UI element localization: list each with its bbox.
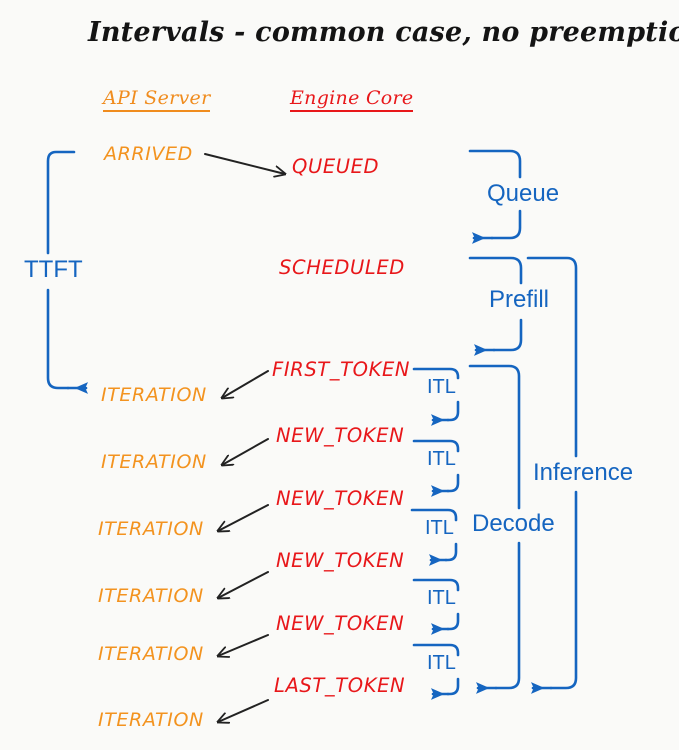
interval-label-queue: Queue bbox=[487, 180, 560, 207]
interval-label-itl-1: ITL bbox=[427, 376, 456, 398]
state-queued: QUEUED bbox=[292, 155, 380, 178]
state-iteration-1: ITERATION bbox=[101, 384, 207, 406]
state-iteration-2: ITERATION bbox=[101, 451, 207, 473]
interval-label-itl-4: ITL bbox=[427, 587, 456, 609]
state-last-token: LAST_TOKEN bbox=[274, 674, 406, 697]
state-iteration-6: ITERATION bbox=[98, 709, 204, 731]
state-new-token-4: NEW_TOKEN bbox=[276, 612, 405, 635]
state-scheduled: SCHEDULED bbox=[279, 256, 405, 279]
state-iteration-4: ITERATION bbox=[98, 585, 204, 607]
column-header-api-server: API Server bbox=[103, 89, 211, 112]
state-new-token-1: NEW_TOKEN bbox=[276, 424, 405, 447]
interval-label-ttft: TTFT bbox=[24, 256, 83, 283]
state-new-token-2: NEW_TOKEN bbox=[276, 487, 405, 510]
state-iteration-3: ITERATION bbox=[98, 518, 204, 540]
interval-label-prefill: Prefill bbox=[489, 286, 550, 313]
arrows-token-to-iteration bbox=[218, 370, 269, 722]
interval-label-itl-5: ITL bbox=[427, 652, 456, 674]
column-header-engine-core: Engine Core bbox=[290, 89, 414, 112]
state-new-token-3: NEW_TOKEN bbox=[276, 549, 405, 572]
state-arrived: ARRIVED bbox=[104, 143, 193, 165]
interval-label-decode: Decode bbox=[472, 510, 555, 537]
arrow-arrived-to-queued bbox=[204, 153, 285, 174]
interval-label-itl-3: ITL bbox=[425, 517, 454, 539]
state-iteration-5: ITERATION bbox=[98, 643, 204, 665]
page-title: Intervals - common case, no preemptions bbox=[88, 17, 679, 48]
interval-label-itl-2: ITL bbox=[427, 448, 456, 470]
state-first-token: FIRST_TOKEN bbox=[272, 358, 411, 381]
interval-label-inference: Inference bbox=[533, 459, 634, 486]
